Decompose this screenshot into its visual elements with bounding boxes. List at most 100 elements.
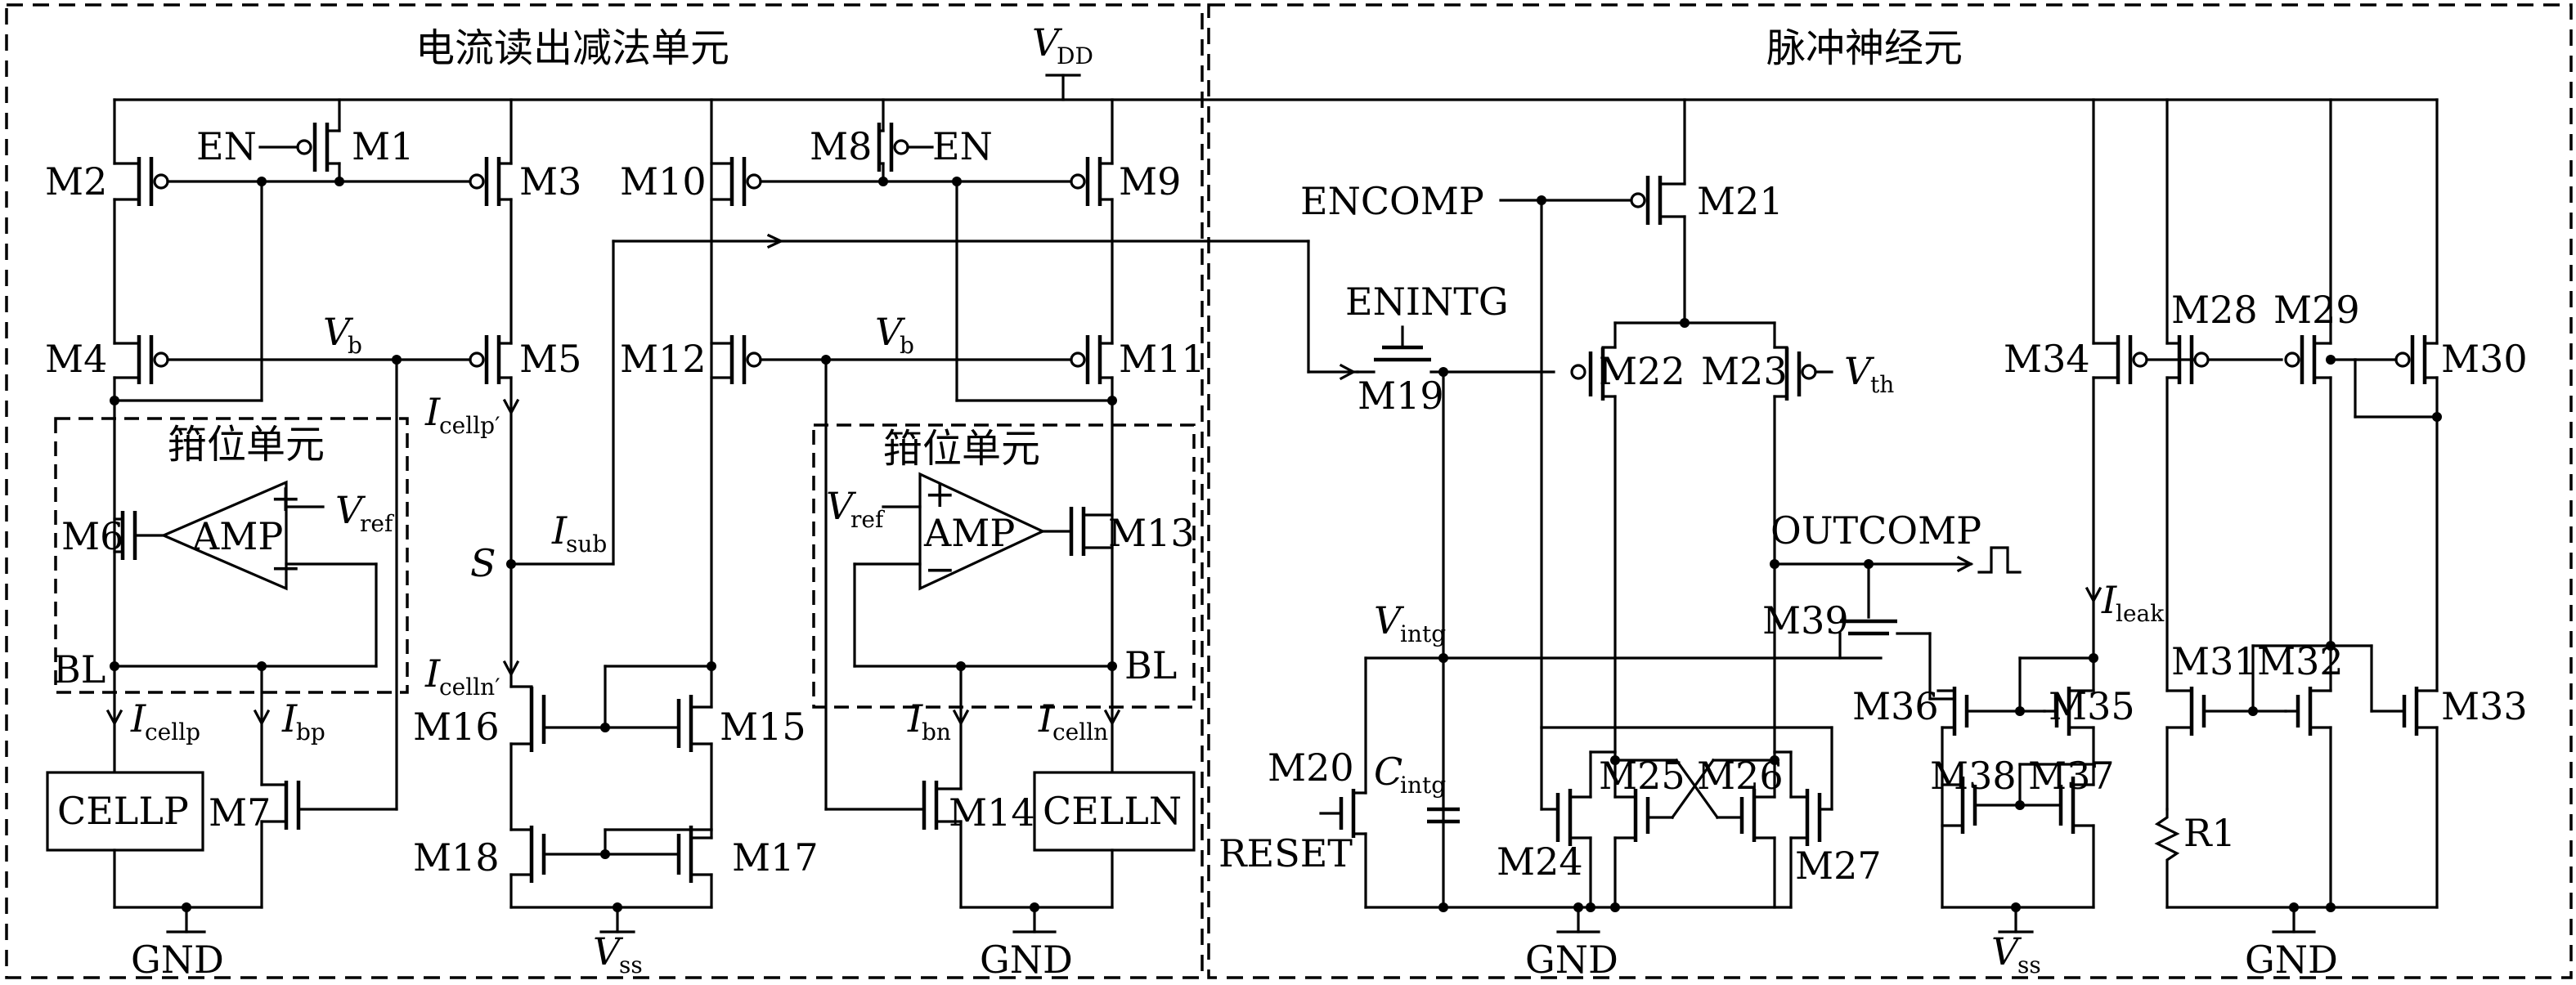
vdd-rail: V DD [113,20,2439,101]
m7-label: M7 [209,790,271,835]
amp-left-label: AMP [191,514,283,558]
outcomp-label: OUTCOMP [1770,508,1981,553]
m28-label: M28 [2171,288,2258,332]
m5-label: M5 [519,337,581,381]
vth-sub: th [1870,371,1894,398]
m35-label: M35 [2049,684,2135,728]
icelln-prime-i: I [424,651,441,696]
m33-label: M33 [2441,684,2528,728]
leak-branch: M34 I leak M36 M35 M38 [1852,98,2165,978]
m39-label: M39 [1762,598,1849,642]
m27-label: M27 [1795,844,1882,888]
neuron-integrator: ENCOMP ENINTG M19 C intg V V intg M20 RE… [1218,240,1883,909]
current-readout-subtraction-section [5,3,1204,979]
m3-label: M3 [519,159,581,204]
bl-right-label: BL [1124,643,1177,687]
cellp-label: CELLP [57,789,189,833]
encomp-label: ENCOMP [1300,179,1484,223]
gnd-mid-label: GND [980,938,1073,982]
amp-right-minus: − [924,547,956,591]
ibp-sub: bp [296,719,325,745]
amp-left-plus: + [270,476,302,520]
cintg-label: C [1374,750,1402,794]
amp-right-label: AMP [923,511,1015,555]
m31-label: M31 [2171,639,2258,683]
r1-label: R1 [2183,811,2236,855]
left-clamp-unit: 箝位单元 M6 AMP + − V ref BL [53,417,409,694]
reset-label: RESET [1218,831,1353,875]
m4-label: M4 [45,337,107,381]
icellp-sub: cellp [145,719,200,745]
m32-label: M32 [2257,639,2344,683]
vss-right-label: V [1991,929,2022,974]
vb-right-label: V [875,310,906,354]
m30-label: M30 [2441,337,2528,381]
m10-label: M10 [620,159,707,204]
celln-branch: I bn I celln CELLN M14 GND [824,665,1196,982]
m13-label: M13 [1108,511,1195,555]
m36-label: M36 [1852,684,1939,728]
vref-right-label: V [826,484,857,528]
amp-left-minus: − [270,545,302,589]
celln-block [1033,771,1196,852]
vb-right-sub: b [900,332,914,359]
cintg-sub: intg [1400,772,1446,799]
m1-label: M1 [352,124,414,168]
spiking-neuron-section [1207,3,2573,979]
gnd-neuron-label: GND [1525,938,1618,982]
gnd-right-label: GND [2245,938,2338,982]
enintg-signal-label: ENINTG [1345,280,1509,324]
ileak-sub: leak [2116,600,2165,627]
vb-left-label: V [323,310,354,354]
gnd-left-label: GND [131,938,224,982]
vdd-subscript: DD [1057,43,1093,69]
m6-label: M6 [61,514,123,558]
vref-right-sub: ref [850,506,886,533]
m15-label: M15 [720,705,806,749]
m9-label: M9 [1119,159,1181,204]
m34-label: M34 [2004,337,2090,381]
right-clamp-title: 箝位单元 [883,426,1040,472]
icellp-i: I [130,696,146,741]
icelln-i: I [1038,696,1054,741]
right-pmos-mirror: M10 M8 EN M9 M12 V b [620,98,1205,811]
s-node-label: S [470,541,496,585]
vdd-label: V [1032,20,1063,65]
cellp-branch: I cellp CELLP I bp M7 GND [46,665,398,982]
ibn-sub: bn [922,719,951,745]
nmos-mirror-left: M16 M15 M18 M17 [413,98,819,978]
vintg-v-label: V [1374,598,1405,642]
vss-left-sub: ss [619,951,643,978]
vb-left-sub: b [348,332,362,359]
m38-label: M38 [1930,754,2017,798]
m23-label: M23 [1701,349,1788,393]
m12-label: M12 [620,337,707,381]
left-clamp-title: 箝位单元 [168,422,325,468]
m22-label: M22 [1599,349,1685,393]
icelln-prime-sub: celln′ [439,674,500,701]
icelln-sub: celln [1052,719,1108,745]
m8-label: M8 [810,124,872,168]
m20-label: M20 [1268,745,1354,790]
m17-label: M17 [732,835,819,880]
vss-right-sub: ss [2017,951,2041,978]
celln-label: CELLN [1043,789,1182,833]
right-clamp-unit: 箝位单元 AMP + − V ref M13 BL [812,423,1196,709]
icellp-prime-sub: cellp′ [439,412,500,439]
vth-label: V [1844,349,1875,393]
m14-label: M14 [949,790,1035,835]
subtraction-node: S I sub I celln′ [424,233,1310,701]
vref-left-label: V [335,488,366,532]
vintg-sub: intg [1400,620,1446,647]
left-pmos-mirror: EN M1 M2 M3 M4 [45,98,581,811]
amp-right-plus: + [924,472,956,516]
m8-en-label: EN [932,124,993,168]
m16-label: M16 [413,705,500,749]
ibp-i: I [281,696,298,741]
m11-label: M11 [1119,337,1205,381]
m37-label: M37 [2028,754,2115,798]
m24-label: M24 [1497,839,1583,884]
icellp-prime-i: I [424,390,441,434]
bl-left-label: BL [53,647,105,692]
